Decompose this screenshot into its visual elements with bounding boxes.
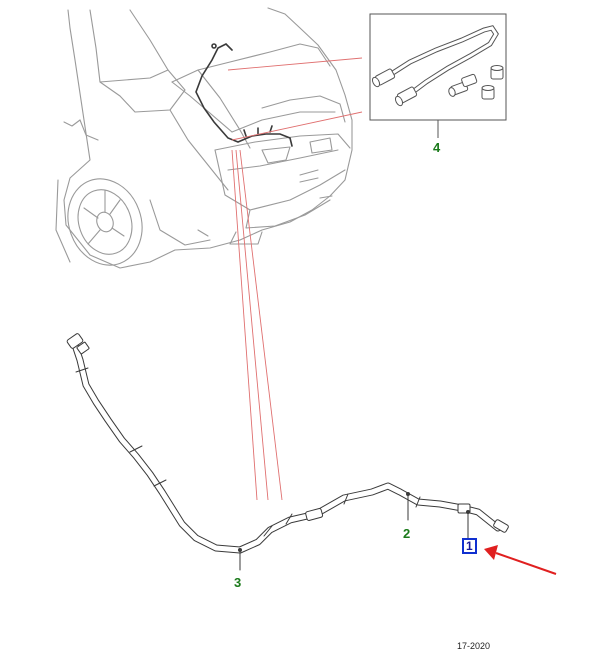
callout-4[interactable]: 4	[433, 140, 441, 155]
red-arrow-icon	[484, 545, 557, 575]
repair-kit-sleeve-e	[490, 65, 504, 80]
callout-2[interactable]: 2	[403, 526, 411, 541]
repair-kit-fitting-a	[371, 68, 396, 88]
hose-on-vehicle	[195, 43, 293, 147]
callout-1[interactable]: 1	[462, 538, 477, 554]
leader-lines	[227, 57, 363, 501]
repair-kit-connector-c	[448, 73, 478, 97]
diagram-footer-code: 17-2020	[457, 641, 491, 651]
washer-hose-assembly	[66, 333, 509, 571]
hose-end-connector-left	[66, 333, 90, 355]
hose-inline-joint	[305, 508, 324, 521]
repair-kit-inset	[369, 13, 507, 138]
callout-3[interactable]: 3	[234, 575, 242, 590]
repair-kit-sleeve-d	[481, 85, 495, 100]
vehicle-illustration	[55, 7, 353, 269]
repair-kit-fitting-b	[394, 86, 418, 107]
